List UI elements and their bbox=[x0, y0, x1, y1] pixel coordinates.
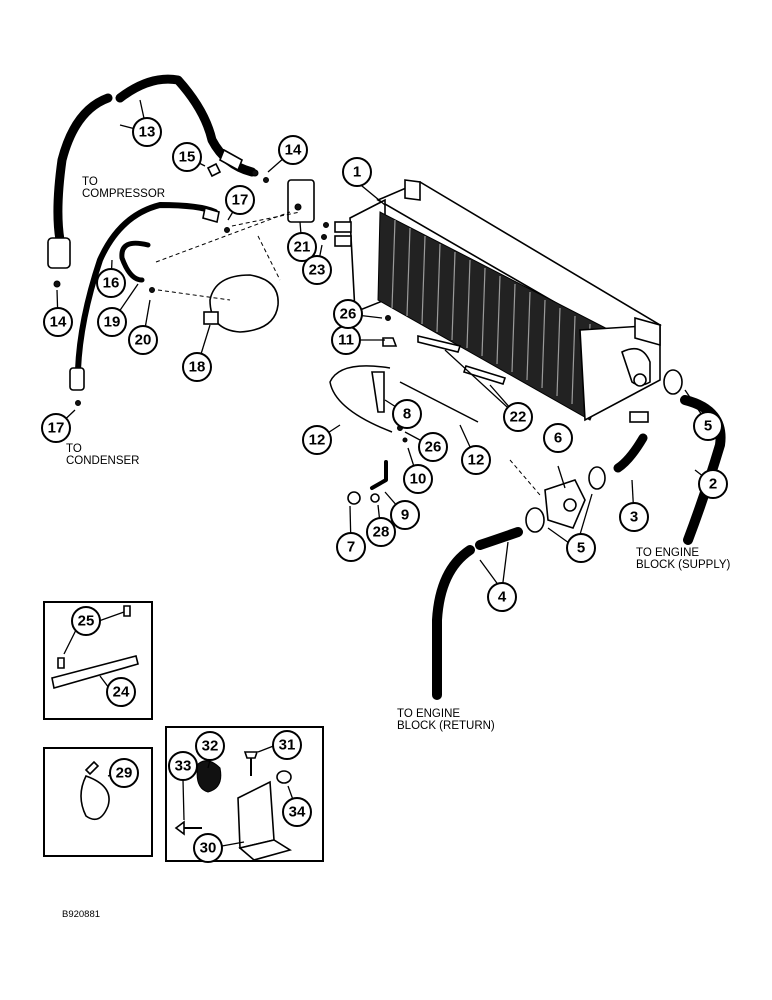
svg-text:25: 25 bbox=[78, 613, 95, 630]
svg-text:15: 15 bbox=[179, 149, 196, 166]
callout-8: 8 bbox=[392, 399, 422, 429]
callout-16: 16 bbox=[96, 268, 126, 298]
svg-text:17: 17 bbox=[232, 192, 249, 209]
svg-text:21: 21 bbox=[294, 239, 311, 256]
svg-text:5: 5 bbox=[577, 540, 585, 557]
svg-text:17: 17 bbox=[48, 420, 65, 437]
svg-text:33: 33 bbox=[175, 758, 192, 775]
callout-11: 11 bbox=[331, 325, 361, 355]
figure-code: B920881 bbox=[62, 909, 100, 920]
svg-text:18: 18 bbox=[189, 359, 206, 376]
hose-clamps bbox=[525, 369, 683, 533]
callout-30: 30 bbox=[193, 833, 223, 863]
callout-14: 14 bbox=[278, 135, 308, 165]
note-to-condenser-line1: TO bbox=[66, 443, 82, 455]
callout-19: 19 bbox=[97, 307, 127, 337]
callout-32: 32 bbox=[195, 731, 225, 761]
callout-1: 1 bbox=[342, 157, 372, 187]
svg-text:26: 26 bbox=[340, 306, 357, 323]
callout-14: 14 bbox=[43, 307, 73, 337]
note-to-condenser-line2: CONDENSER bbox=[66, 455, 139, 467]
callout-5: 5 bbox=[566, 533, 596, 563]
svg-text:9: 9 bbox=[401, 507, 409, 524]
callout-17: 17 bbox=[41, 413, 71, 443]
svg-text:7: 7 bbox=[347, 539, 355, 556]
svg-text:34: 34 bbox=[289, 804, 306, 821]
callout-10: 10 bbox=[403, 464, 433, 494]
svg-text:29: 29 bbox=[116, 765, 133, 782]
svg-text:20: 20 bbox=[135, 332, 152, 349]
note-return-line1: TO ENGINE bbox=[397, 708, 460, 720]
callout-12: 12 bbox=[302, 425, 332, 455]
svg-text:30: 30 bbox=[200, 840, 217, 857]
note-to-compressor-line1: TO bbox=[82, 176, 98, 188]
heater-core bbox=[334, 179, 662, 422]
svg-text:4: 4 bbox=[498, 589, 507, 606]
callout-15: 15 bbox=[172, 142, 202, 172]
svg-text:8: 8 bbox=[403, 406, 411, 423]
note-supply-line2: BLOCK (SUPPLY) bbox=[636, 559, 731, 571]
svg-text:13: 13 bbox=[139, 124, 156, 141]
svg-text:14: 14 bbox=[50, 314, 67, 331]
svg-text:10: 10 bbox=[410, 471, 427, 488]
callout-33: 33 bbox=[168, 751, 198, 781]
svg-text:5: 5 bbox=[704, 418, 712, 435]
note-return-line2: BLOCK (RETURN) bbox=[397, 720, 495, 732]
callout-6: 6 bbox=[543, 423, 573, 453]
svg-text:32: 32 bbox=[202, 738, 219, 755]
callout-28: 28 bbox=[366, 517, 396, 547]
callout-22: 22 bbox=[503, 402, 533, 432]
callout-2: 2 bbox=[698, 469, 728, 499]
svg-text:31: 31 bbox=[279, 737, 296, 754]
callout-3: 3 bbox=[619, 502, 649, 532]
callout-29: 29 bbox=[109, 758, 139, 788]
callout-26: 26 bbox=[333, 299, 363, 329]
note-to-compressor-line2: COMPRESSOR bbox=[82, 188, 165, 200]
svg-text:1: 1 bbox=[353, 164, 361, 181]
svg-text:24: 24 bbox=[113, 684, 130, 701]
svg-text:3: 3 bbox=[630, 509, 638, 526]
callout-21: 21 bbox=[287, 232, 317, 262]
svg-text:28: 28 bbox=[373, 524, 390, 541]
callout-20: 20 bbox=[128, 325, 158, 355]
svg-text:2: 2 bbox=[709, 476, 717, 493]
callout-9: 9 bbox=[390, 500, 420, 530]
svg-text:26: 26 bbox=[425, 439, 442, 456]
callout-24: 24 bbox=[106, 677, 136, 707]
callout-5: 5 bbox=[693, 411, 723, 441]
callout-25: 25 bbox=[71, 606, 101, 636]
svg-text:12: 12 bbox=[468, 452, 485, 469]
svg-text:12: 12 bbox=[309, 432, 326, 449]
svg-text:6: 6 bbox=[554, 430, 562, 447]
inset-bracket: 32 31 33 34 30 bbox=[165, 726, 324, 863]
callout-26: 26 bbox=[418, 432, 448, 462]
callout-34: 34 bbox=[282, 797, 312, 827]
callout-23: 23 bbox=[302, 255, 332, 285]
callout-4: 4 bbox=[487, 582, 517, 612]
note-supply-line1: TO ENGINE bbox=[636, 547, 699, 559]
svg-text:23: 23 bbox=[309, 262, 326, 279]
svg-text:16: 16 bbox=[103, 275, 120, 292]
callout-18: 18 bbox=[182, 352, 212, 382]
svg-text:22: 22 bbox=[510, 409, 527, 426]
svg-text:14: 14 bbox=[285, 142, 302, 159]
callout-31: 31 bbox=[272, 730, 302, 760]
water-valve bbox=[544, 479, 586, 529]
callout-17: 17 bbox=[225, 185, 255, 215]
callout-13: 13 bbox=[132, 117, 162, 147]
inset-tie-strap: 29 bbox=[43, 747, 153, 857]
svg-text:11: 11 bbox=[338, 332, 354, 349]
callout-12: 12 bbox=[461, 445, 491, 475]
svg-text:19: 19 bbox=[104, 314, 121, 331]
receiver-dryer bbox=[203, 274, 279, 333]
callout-7: 7 bbox=[336, 532, 366, 562]
inset-strap: 25 24 bbox=[43, 601, 153, 720]
